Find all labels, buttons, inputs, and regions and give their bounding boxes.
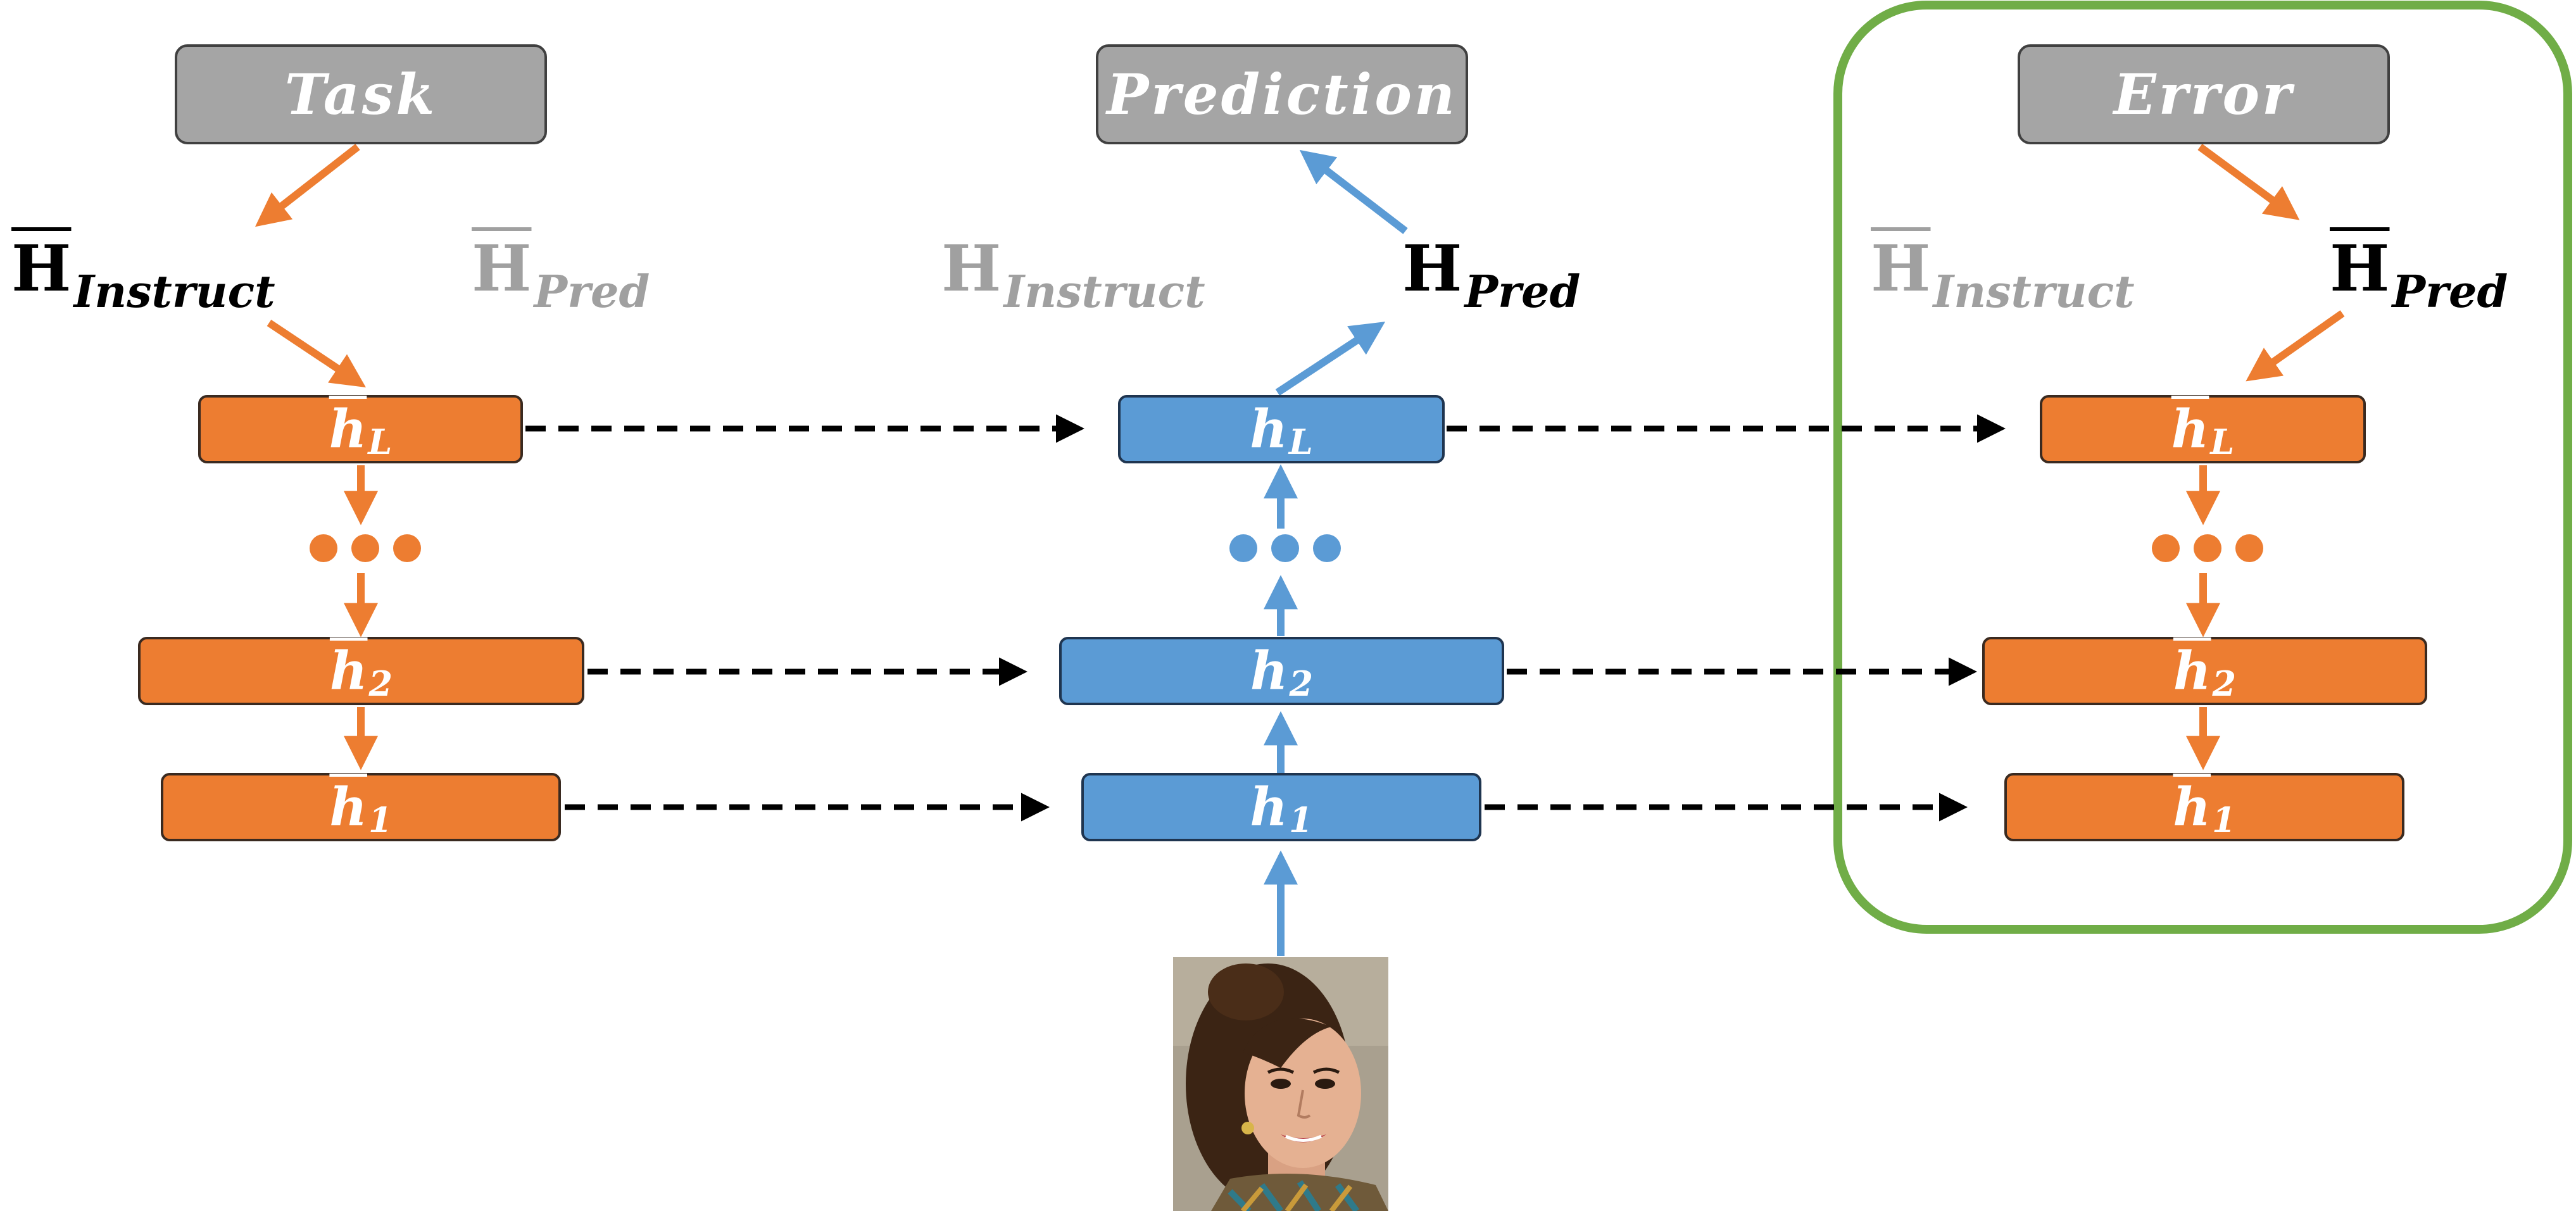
left-instruct-label: HInstruct bbox=[11, 231, 275, 318]
task-header: Task bbox=[175, 44, 547, 144]
mid-instruct-sub: Instruct bbox=[1003, 265, 1205, 318]
prediction-header: Prediction bbox=[1096, 44, 1468, 144]
right-pred-sub: Pred bbox=[2392, 265, 2508, 318]
right-ellipsis-dot bbox=[2152, 534, 2180, 562]
left-instruct-sub: Instruct bbox=[73, 265, 275, 318]
right-layer-hL-sub: L bbox=[2210, 422, 2235, 462]
mid-layer-h2-sub: 2 bbox=[1289, 663, 1314, 704]
mid-instruct-label: HInstruct bbox=[941, 231, 1205, 318]
right-ellipsis-dot bbox=[2235, 534, 2263, 562]
mid-pred-sub: Pred bbox=[1464, 265, 1581, 318]
left-ellipsis-dot bbox=[351, 534, 379, 562]
right-ellipsis bbox=[2152, 534, 2263, 562]
left-ellipsis-dot bbox=[310, 534, 337, 562]
left-layer-h2-main: h bbox=[329, 641, 368, 701]
mid-ellipsis-dot bbox=[1229, 534, 1257, 562]
error-frame bbox=[1833, 1, 2572, 934]
mid-instruct-main: H bbox=[941, 231, 1002, 306]
arrow-pred-to-right-hL bbox=[2246, 310, 2345, 382]
right-pred-main: H bbox=[2330, 231, 2390, 306]
right-layer-h1-sub: 1 bbox=[2212, 800, 2236, 840]
arrow-task-to-instruct bbox=[254, 144, 360, 227]
right-pred-label: HPred bbox=[2330, 231, 2508, 318]
mid-ellipsis-dot bbox=[1313, 534, 1341, 562]
left-ellipsis bbox=[310, 534, 421, 562]
right-layer-hL-main: h bbox=[2171, 399, 2209, 460]
left-layer-h2-sub: 2 bbox=[368, 663, 393, 704]
arrow-instruct-to-hL bbox=[267, 320, 366, 387]
arrow-hL-to-pred bbox=[1275, 322, 1386, 396]
left-pred-label: HPred bbox=[472, 231, 650, 318]
right-ellipsis-dot bbox=[2194, 534, 2221, 562]
mid-layer-hL-main: h bbox=[1250, 399, 1288, 460]
mid-pred-label: HPred bbox=[1402, 231, 1580, 318]
right-instruct-sub: Instruct bbox=[1933, 265, 2135, 318]
mid-layer-h1-main: h bbox=[1250, 777, 1288, 838]
left-pred-main: H bbox=[472, 231, 532, 306]
arrow-error-to-pred bbox=[2197, 144, 2300, 220]
mid-layer-h2-main: h bbox=[1250, 641, 1288, 701]
mid-ellipsis-dot bbox=[1271, 534, 1299, 562]
error-header: Error bbox=[2018, 44, 2390, 144]
left-layer-hL-main: h bbox=[329, 399, 367, 460]
mid-ellipsis bbox=[1229, 534, 1341, 562]
mid-layer-hL-sub: L bbox=[1288, 422, 1313, 462]
portrait-photo-icon bbox=[1173, 957, 1388, 1211]
right-instruct-label: HInstruct bbox=[1871, 231, 2135, 318]
arrow-pred-to-prediction bbox=[1299, 149, 1408, 234]
left-layer-h1-sub: 1 bbox=[368, 800, 393, 840]
left-layer-h1-main: h bbox=[329, 777, 368, 838]
right-layer-h2-sub: 2 bbox=[2212, 663, 2237, 704]
right-layer-h2-main: h bbox=[2173, 641, 2211, 701]
left-layer-hL-sub: L bbox=[368, 422, 393, 462]
right-instruct-main: H bbox=[1871, 231, 1931, 306]
mid-layer-h1-sub: 1 bbox=[1289, 800, 1313, 840]
left-pred-sub: Pred bbox=[534, 265, 650, 318]
left-instruct-main: H bbox=[11, 231, 72, 306]
right-layer-h1-main: h bbox=[2173, 777, 2211, 838]
mid-pred-main: H bbox=[1402, 231, 1462, 306]
left-ellipsis-dot bbox=[393, 534, 421, 562]
